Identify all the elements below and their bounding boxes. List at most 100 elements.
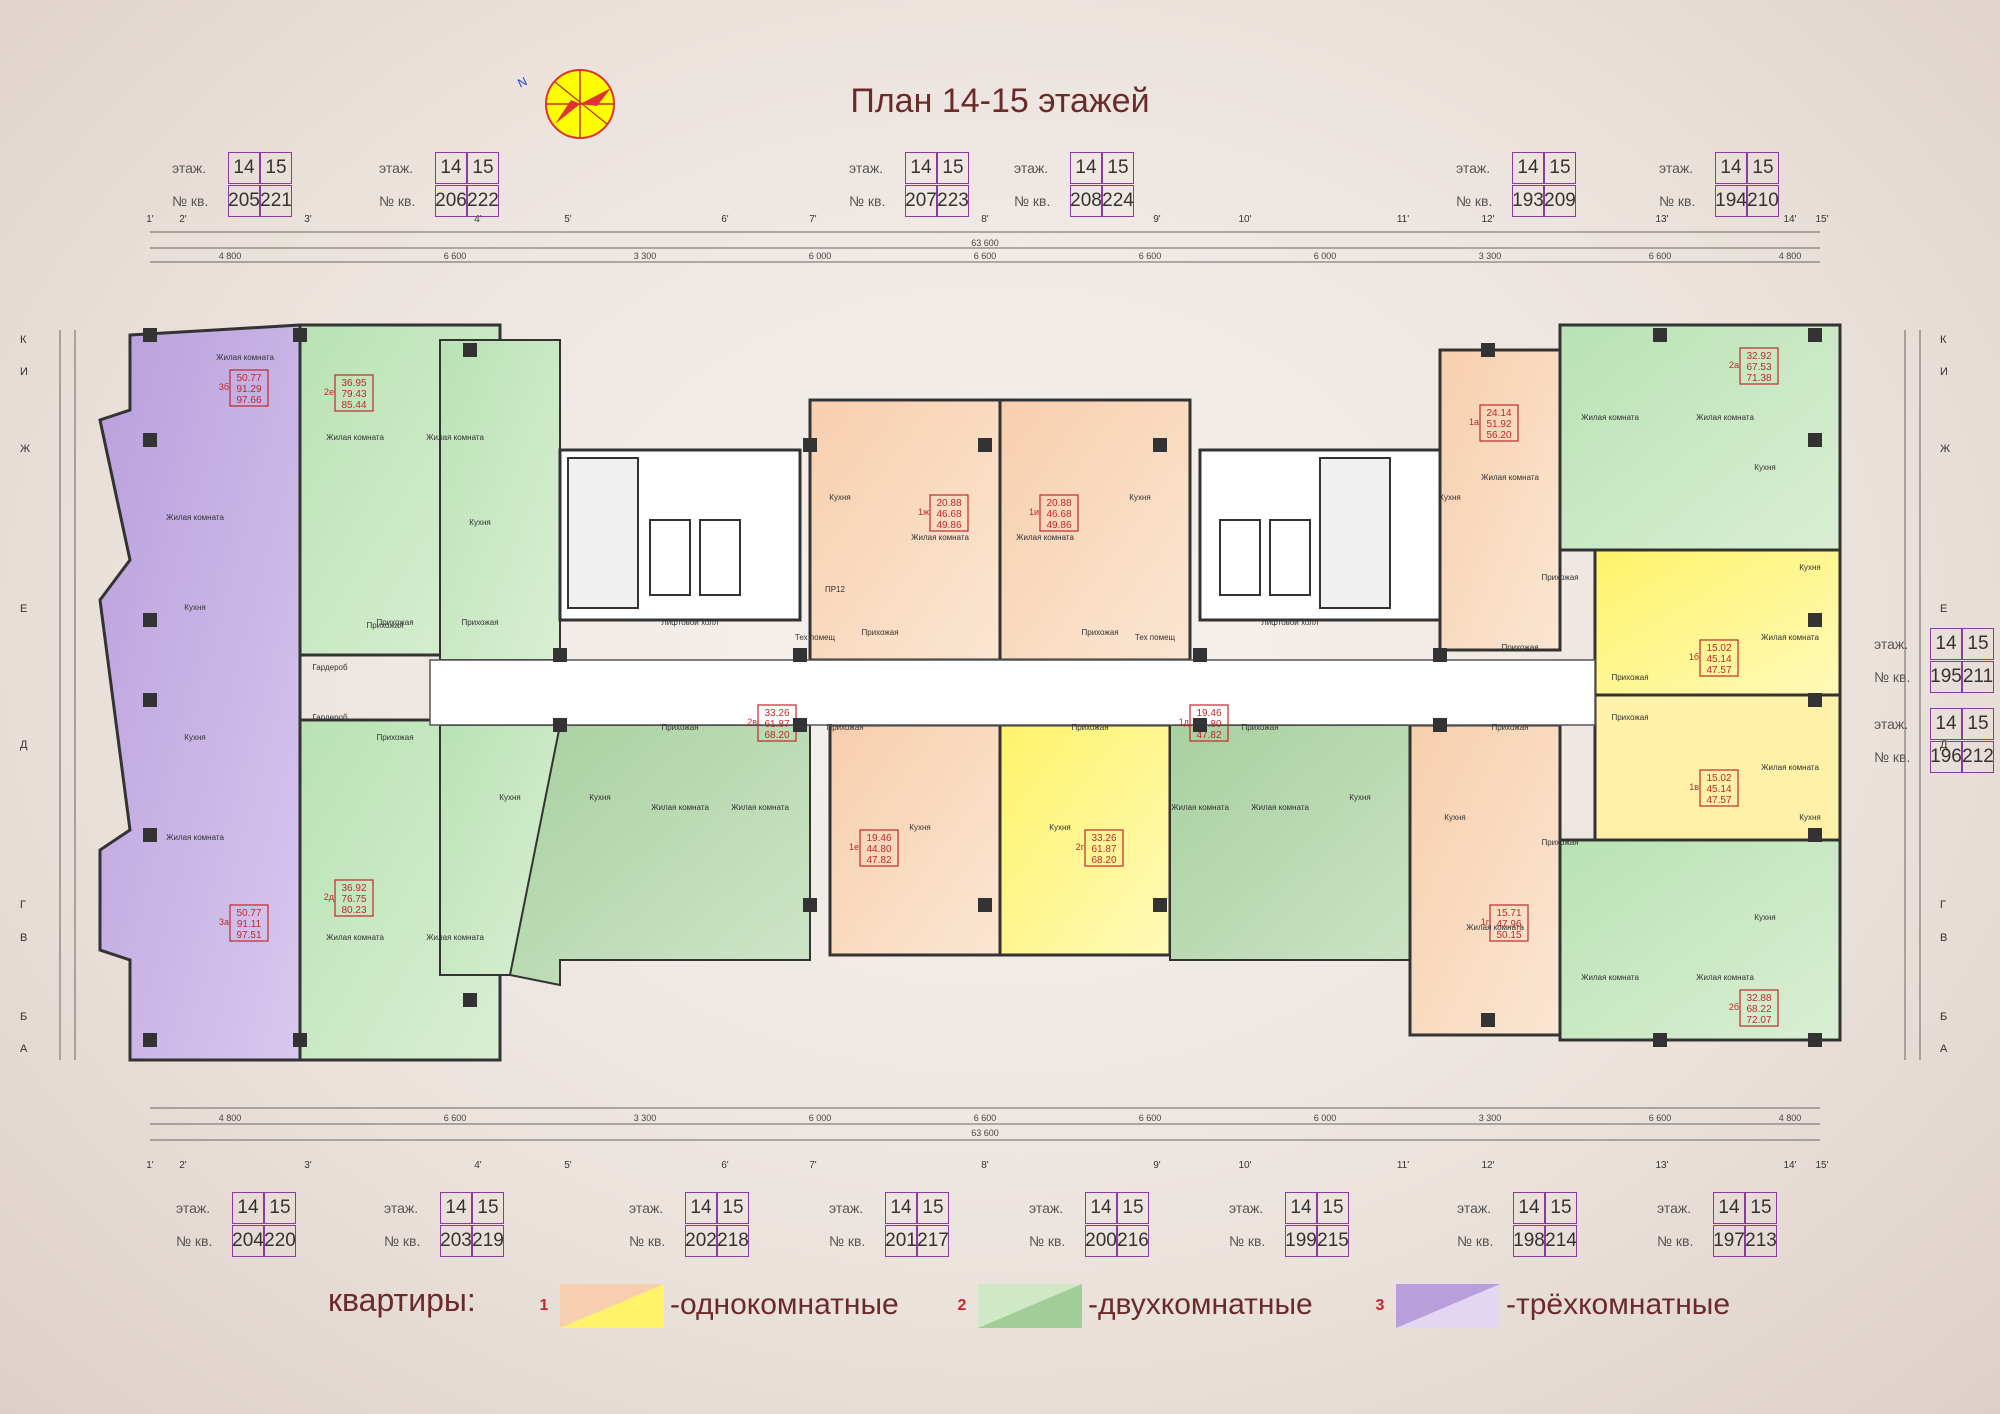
svg-text:Кухня: Кухня xyxy=(1439,493,1460,502)
apt-label: № кв. xyxy=(1874,749,1911,765)
dimension-label: 6 000 xyxy=(809,251,832,261)
apt-label: № кв. xyxy=(629,1233,666,1249)
axis-y-label: И xyxy=(20,366,28,378)
axis-x-label: 6' xyxy=(721,214,729,225)
apartment-number: 223 xyxy=(937,185,969,217)
svg-text:61.87: 61.87 xyxy=(764,719,789,730)
svg-text:Прихожая: Прихожая xyxy=(1611,673,1648,682)
floor-label: этаж. xyxy=(1874,636,1909,652)
column xyxy=(463,343,477,357)
svg-text:47.57: 47.57 xyxy=(1706,665,1731,676)
svg-text:32.92: 32.92 xyxy=(1746,351,1771,362)
apt-label: № кв. xyxy=(1874,669,1911,685)
column xyxy=(1808,433,1822,447)
floor-number: 14 xyxy=(1715,152,1747,184)
column xyxy=(143,828,157,842)
apartment-number: 194 xyxy=(1715,185,1747,217)
axis-x-label: 5' xyxy=(564,214,572,225)
column xyxy=(463,993,477,1007)
svg-text:Прихожая: Прихожая xyxy=(1071,723,1108,732)
svg-text:2г: 2г xyxy=(1076,842,1085,852)
axis-x-label: 12' xyxy=(1481,1160,1494,1171)
dimension-label: 4 800 xyxy=(219,251,242,261)
floor-number: 15 xyxy=(264,1192,296,1224)
svg-text:68.20: 68.20 xyxy=(1091,855,1116,866)
svg-text:85.44: 85.44 xyxy=(341,400,366,411)
floor-number: 14 xyxy=(1513,1192,1545,1224)
apartment-number: 203 xyxy=(440,1225,472,1257)
floor-label: этаж. xyxy=(1457,1200,1492,1216)
axis-y-label: К xyxy=(1940,334,1947,346)
svg-text:19.46: 19.46 xyxy=(1196,708,1221,719)
dimension-label: 4 800 xyxy=(1779,251,1802,261)
column xyxy=(1153,898,1167,912)
svg-text:80.23: 80.23 xyxy=(341,905,366,916)
floor-number: 15 xyxy=(472,1192,504,1224)
column xyxy=(1433,718,1447,732)
svg-text:47.57: 47.57 xyxy=(1706,795,1731,806)
svg-text:Прихожая: Прихожая xyxy=(1081,628,1118,637)
apartment-number: 204 xyxy=(232,1225,264,1257)
column xyxy=(143,1033,157,1047)
axis-x-label: 2' xyxy=(179,214,187,225)
svg-text:Прихожая: Прихожая xyxy=(1541,838,1578,847)
floor-number: 14 xyxy=(1085,1192,1117,1224)
column xyxy=(143,433,157,447)
svg-text:Жилая комната: Жилая комната xyxy=(1581,413,1639,422)
svg-text:76.75: 76.75 xyxy=(341,894,366,905)
svg-text:Жилая комната: Жилая комната xyxy=(426,933,484,942)
floor-label: этаж. xyxy=(384,1200,419,1216)
svg-text:Кухня: Кухня xyxy=(1444,813,1465,822)
svg-text:Жилая комната: Жилая комната xyxy=(1696,413,1754,422)
svg-text:Жилая комната: Жилая комната xyxy=(651,803,709,812)
axis-x-label: 2' xyxy=(179,1160,187,1171)
svg-text:Кухня: Кухня xyxy=(184,733,205,742)
svg-text:Кухня: Кухня xyxy=(1129,493,1150,502)
dimension-label: 6 600 xyxy=(1139,1113,1162,1123)
svg-text:71.38: 71.38 xyxy=(1746,373,1771,384)
column xyxy=(1653,1033,1667,1047)
svg-text:Кухня: Кухня xyxy=(1799,563,1820,572)
axis-y-label: И xyxy=(1940,366,1948,378)
floor-number: 14 xyxy=(440,1192,472,1224)
apartment-number: 199 xyxy=(1285,1225,1317,1257)
dimension-label: 6 600 xyxy=(1649,1113,1672,1123)
axis-x-label: 8' xyxy=(981,214,989,225)
floor-number: 15 xyxy=(1544,152,1576,184)
apt-label: № кв. xyxy=(1657,1233,1694,1249)
svg-text:Кухня: Кухня xyxy=(1349,793,1370,802)
axis-y-label: А xyxy=(1940,1043,1948,1055)
column xyxy=(1433,648,1447,662)
dimension-label: 6 600 xyxy=(974,251,997,261)
svg-text:33.26: 33.26 xyxy=(764,708,789,719)
svg-text:47.82: 47.82 xyxy=(866,855,891,866)
floor-number: 14 xyxy=(232,1192,264,1224)
floor-label: этаж. xyxy=(1229,1200,1264,1216)
apt-label: № кв. xyxy=(1029,1233,1066,1249)
axis-x-label: 7' xyxy=(809,1160,817,1171)
svg-text:Кухня: Кухня xyxy=(184,603,205,612)
column xyxy=(1808,693,1822,707)
apartment-number: 211 xyxy=(1962,661,1994,693)
svg-text:49.86: 49.86 xyxy=(936,520,961,531)
axis-x-label: 12' xyxy=(1481,214,1494,225)
svg-text:3а: 3а xyxy=(219,917,229,927)
svg-text:15.02: 15.02 xyxy=(1706,773,1731,784)
axis-x-label: 9' xyxy=(1153,1160,1161,1171)
svg-text:Кухня: Кухня xyxy=(909,823,930,832)
axis-x-label: 1' xyxy=(146,214,154,225)
floor-number: 15 xyxy=(1747,152,1779,184)
apt-label: № кв. xyxy=(1014,193,1051,209)
svg-text:2а: 2а xyxy=(1729,360,1739,370)
svg-text:97.66: 97.66 xyxy=(236,395,261,406)
column xyxy=(143,693,157,707)
apartment-number: 212 xyxy=(1962,741,1994,773)
svg-text:Жилая комната: Жилая комната xyxy=(731,803,789,812)
column xyxy=(293,328,307,342)
svg-text:63 600: 63 600 xyxy=(971,238,999,248)
